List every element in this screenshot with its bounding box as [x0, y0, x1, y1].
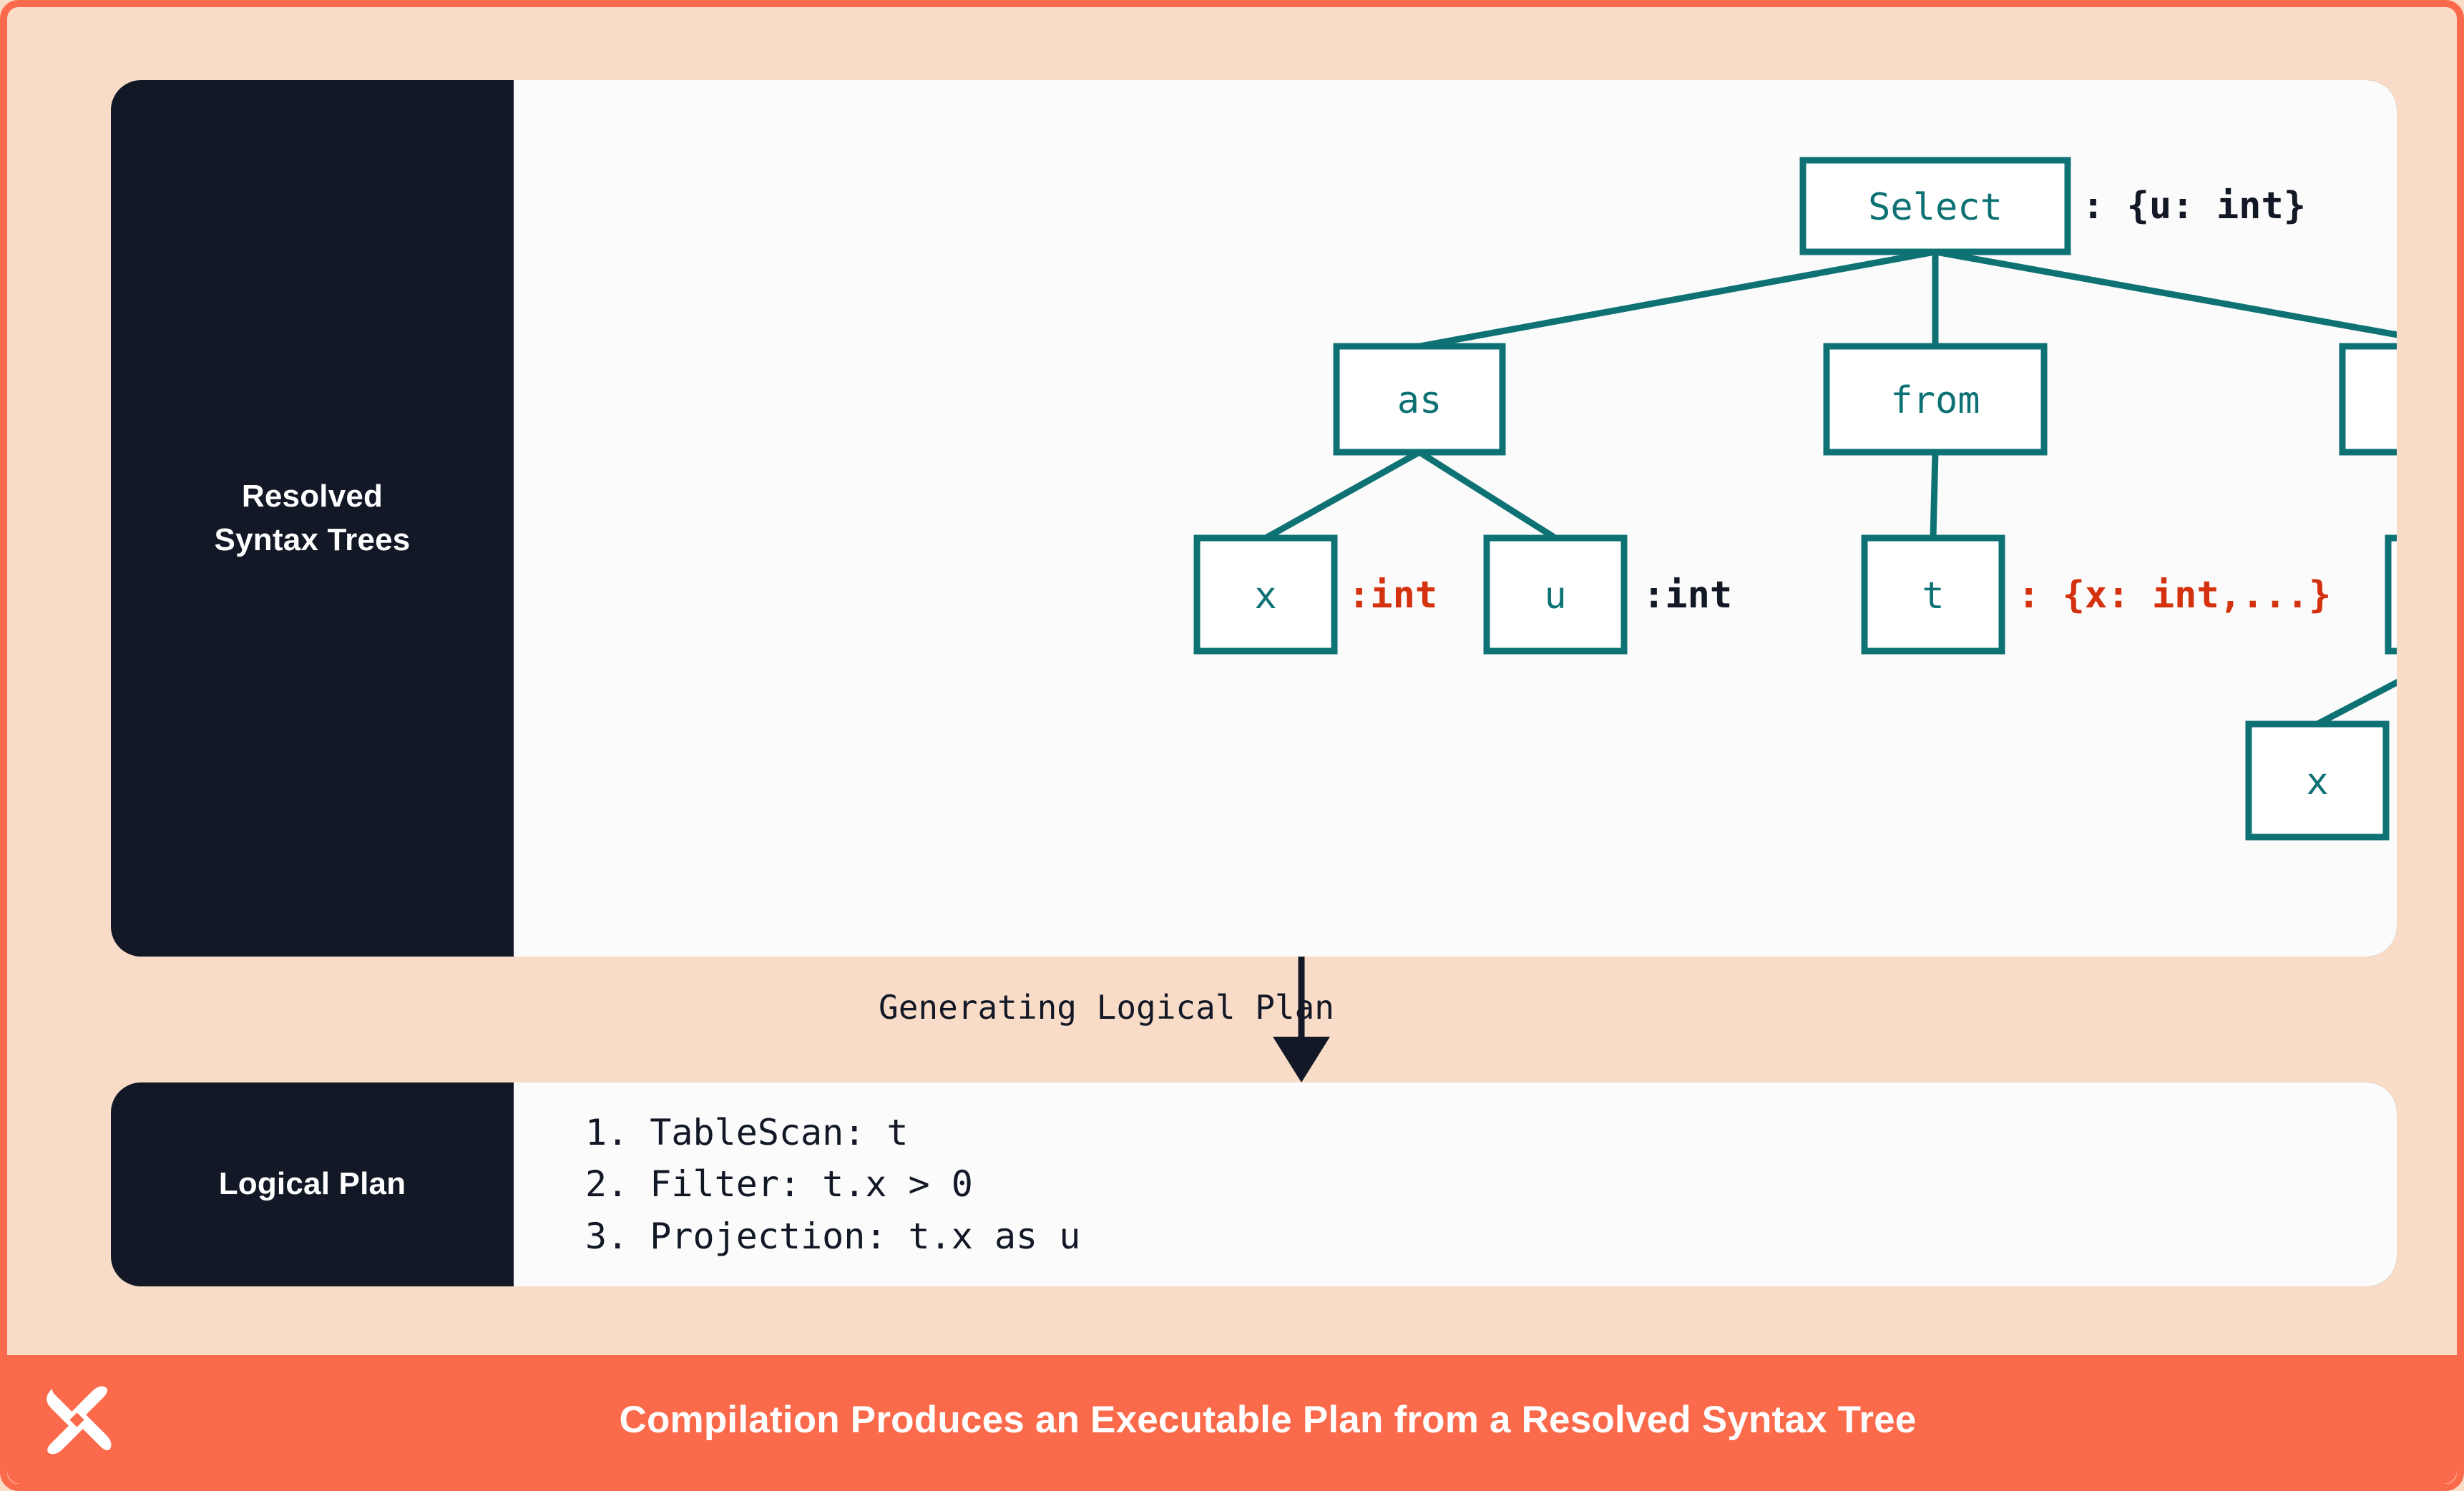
- logical-plan-step: 3. Projection: t.x as u: [585, 1215, 1081, 1257]
- tree-node-box: [1861, 534, 2005, 655]
- tree-node-box: [2385, 534, 2397, 655]
- tree-node-label: t: [1922, 575, 1944, 617]
- type-annotation-as-x: :int: [1348, 574, 1437, 617]
- tree-node-label: x: [2306, 761, 2328, 803]
- down-arrow-icon: [1273, 1037, 1330, 1082]
- syntax-tree-canvas: Selectasfromwherexut>x0 : {u: int}:int:i…: [514, 80, 2397, 957]
- tree-node-box: [1483, 534, 1628, 655]
- tree-node-box: [1333, 343, 1506, 456]
- logical-plan-step: 1. TableScan: t: [585, 1111, 909, 1153]
- tree-node-box: [2245, 720, 2390, 841]
- tree-node-label: from: [1890, 379, 1980, 422]
- type-annotation-from-t: : {x: int,...}: [2018, 574, 2331, 617]
- footer-title: Compilation Produces an Executable Plan …: [619, 1398, 1917, 1441]
- logical-plan-body: 1. TableScan: t 2. Filter: t.x > 0 3. Proj…: [514, 1082, 2397, 1286]
- resolved-syntax-trees-panel: Resolved Syntax Trees Select as from where x…: [111, 80, 2397, 957]
- tree-edge: [1930, 451, 1939, 539]
- generating-logical-plan-connector: Generating Logical Plan: [111, 957, 2397, 1082]
- tree-node-from[interactable]: from: [1823, 343, 2048, 456]
- tree-edge: [1935, 248, 2397, 338]
- tree-node-gt[interactable]: >: [2385, 534, 2397, 655]
- tree-node-label: as: [1397, 379, 1442, 422]
- connector-label: Generating Logical Plan: [879, 988, 1334, 1027]
- tree-nodes: Selectasfromwherexut>x0: [1193, 157, 2397, 841]
- tree-node-box: [2339, 343, 2397, 456]
- tree-node-box: [1799, 157, 2071, 255]
- tree-edge: [1419, 248, 1936, 350]
- tree-node-box: [1193, 534, 1338, 655]
- tree-edge: [2315, 678, 2397, 727]
- resolved-syntax-trees-label: Resolved Syntax Trees: [111, 80, 514, 957]
- type-annotation-select: : {u: int}: [2082, 185, 2306, 228]
- tree-node-label: Select: [1868, 186, 2003, 229]
- type-annotation-as-u: :int: [1643, 574, 1732, 617]
- x-mark-logo-icon: [47, 1386, 112, 1455]
- tree-node-box: [1823, 343, 2048, 456]
- tree-edges: [1263, 248, 2397, 727]
- panel-label-line1: Resolved: [241, 478, 383, 514]
- syntax-tree-diagram: Selectasfromwherexut>x0 : {u: int}:int:i…: [1193, 157, 2397, 841]
- logical-plan-step: 2. Filter: t.x > 0: [585, 1163, 973, 1206]
- tree-node-select[interactable]: Select: [1799, 157, 2071, 255]
- tree-node-as-u[interactable]: u: [1483, 534, 1628, 655]
- tree-type-annotations: : {u: int}:int:int: {x: int,...}:bool:in…: [1348, 185, 2331, 617]
- footer-bar: Compilation Produces an Executable Plan …: [7, 1355, 2457, 1484]
- logical-plan-steps: 1. TableScan: t 2. Filter: t.x > 0 3. Proj…: [514, 1107, 1080, 1263]
- tree-node-label: x: [1254, 575, 1276, 617]
- connector-arrow: [1273, 957, 1330, 1082]
- tree-node-from-t[interactable]: t: [1861, 534, 2005, 655]
- logical-plan-panel: Logical Plan 1. TableScan: t 2. Filter: t…: [111, 1082, 2397, 1286]
- tree-node-as-x[interactable]: x: [1193, 534, 1338, 655]
- tree-node-label: u: [1544, 575, 1566, 617]
- tree-edge: [1417, 449, 1558, 541]
- tree-edge: [1263, 449, 1422, 541]
- tree-node-gt-x[interactable]: x: [2245, 720, 2390, 841]
- panel-label-line2: Syntax Trees: [214, 522, 411, 557]
- tree-node-as[interactable]: as: [1333, 343, 1506, 456]
- tree-node-where[interactable]: where: [2339, 343, 2397, 456]
- logical-plan-label: Logical Plan: [218, 1166, 406, 1202]
